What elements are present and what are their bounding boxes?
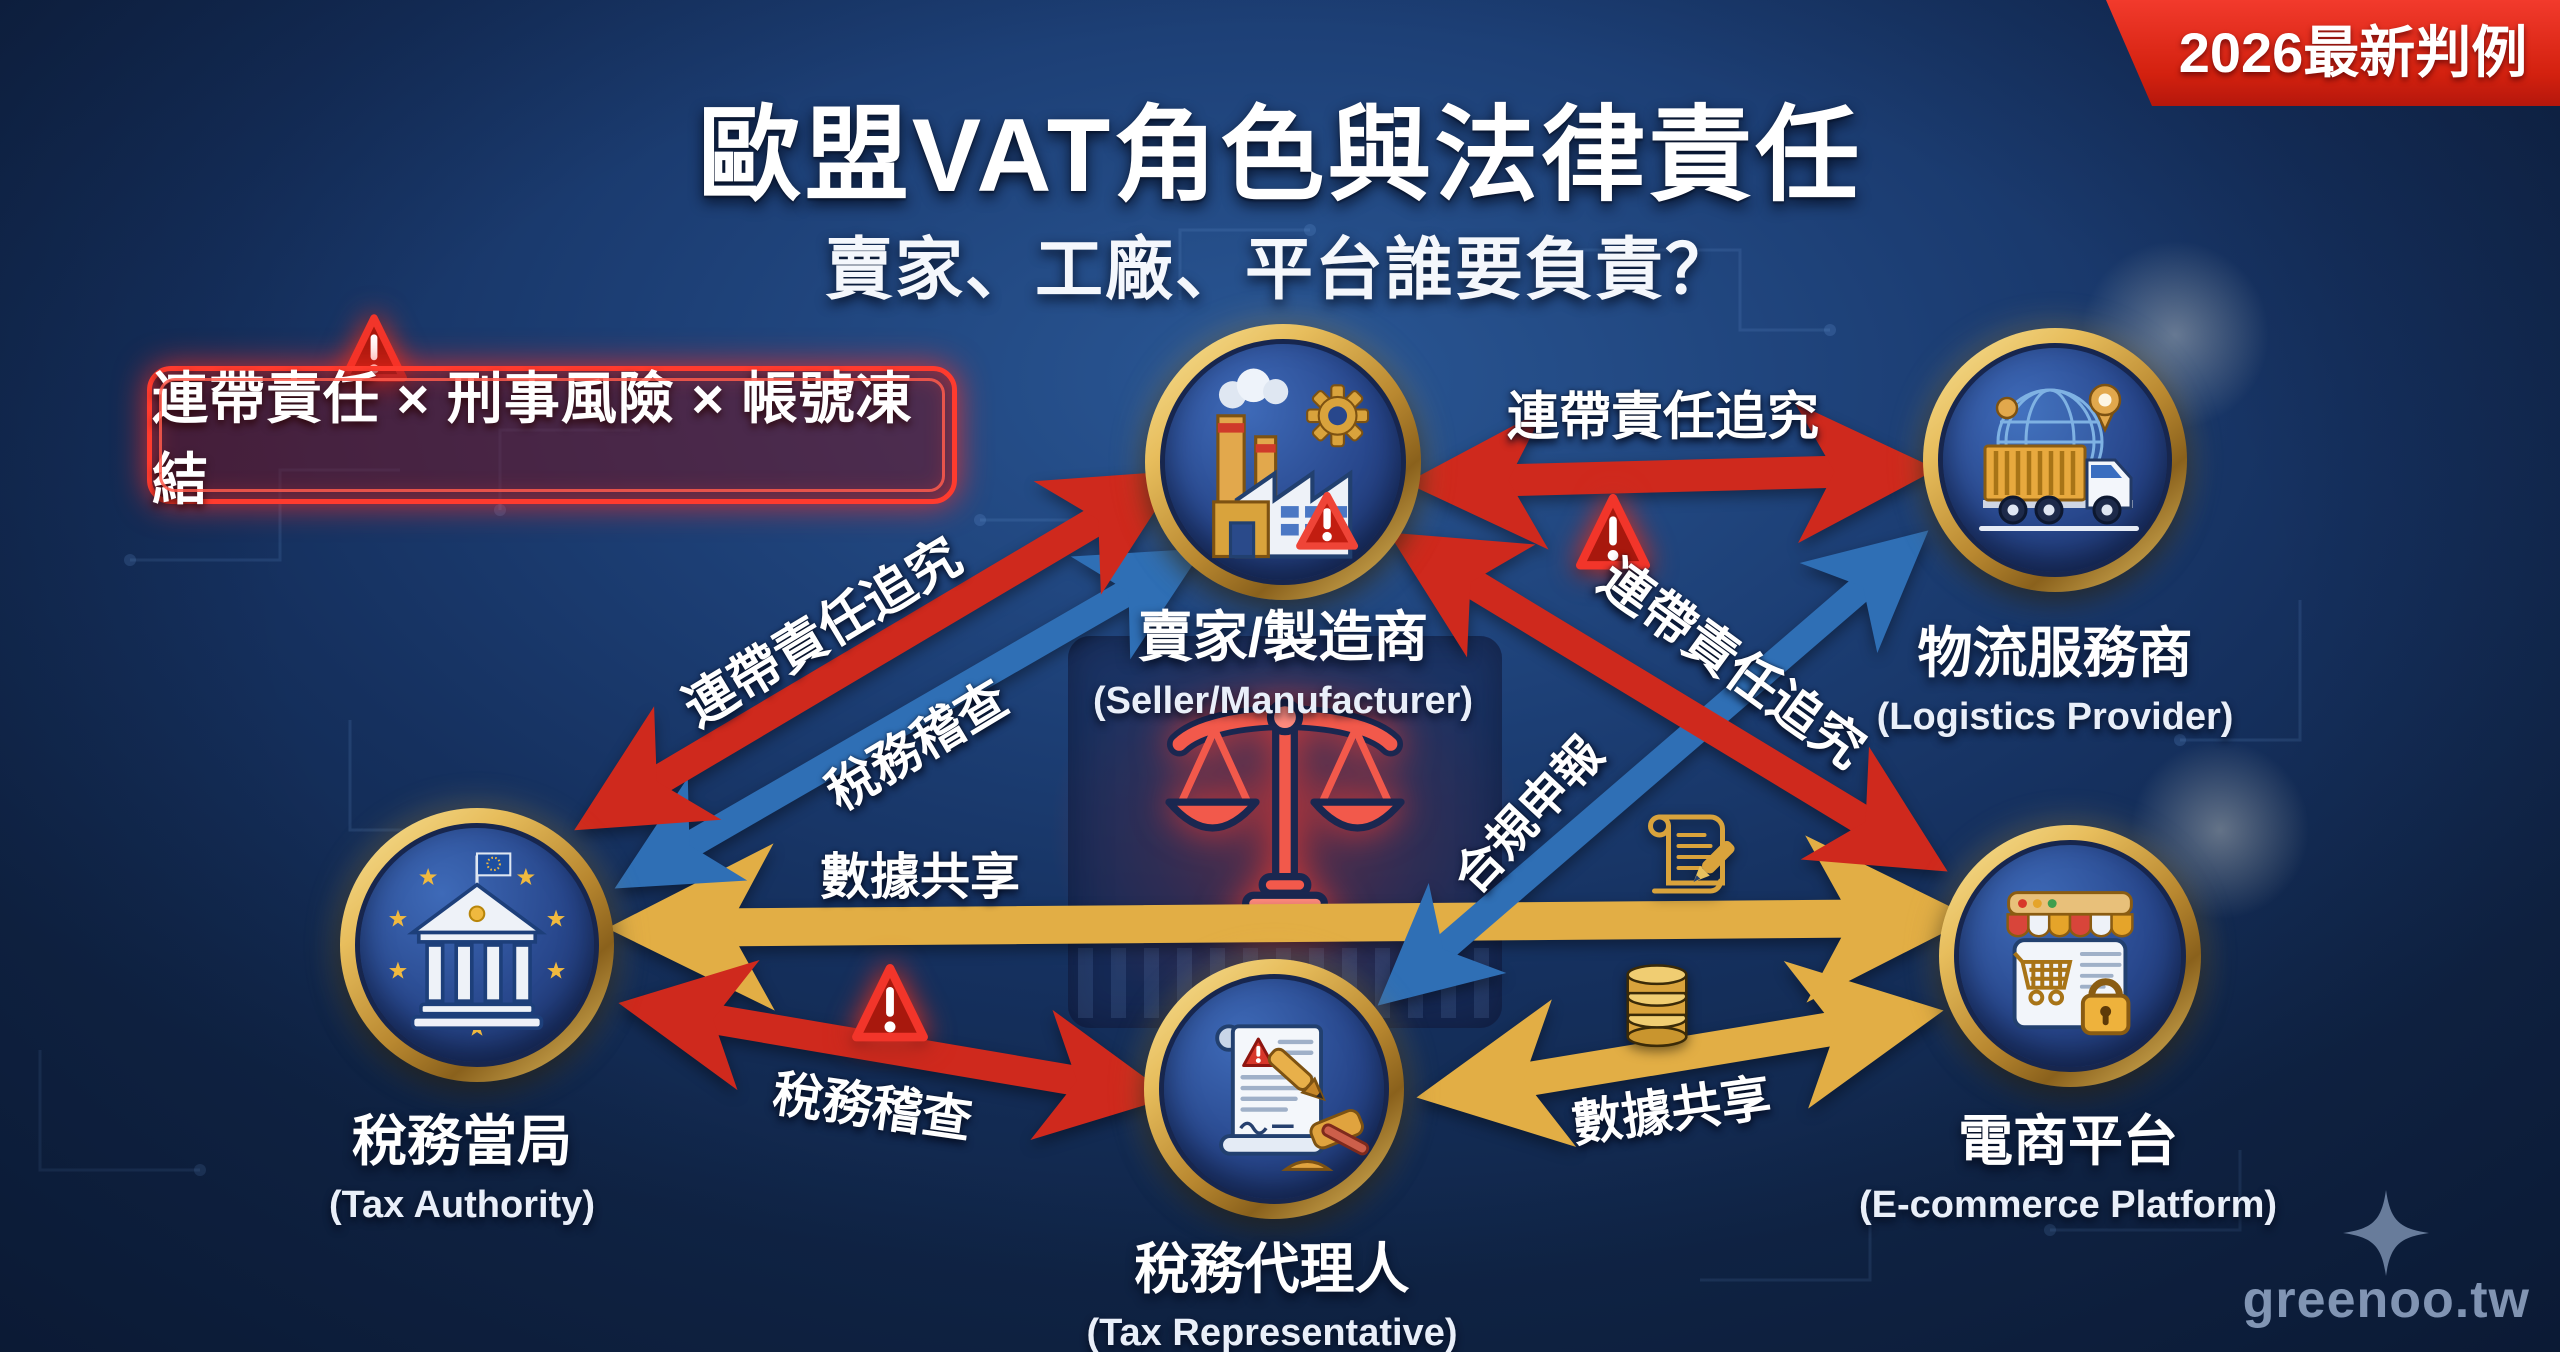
pen-icon xyxy=(1267,1047,1326,1102)
node-logistics-provider xyxy=(1923,328,2187,592)
awning-icon xyxy=(2006,913,2134,938)
node-tax-authority xyxy=(340,808,614,1082)
node-subtitle-logistics: (Logistics Provider) xyxy=(1876,696,2234,738)
location-pin-icon xyxy=(2088,383,2122,434)
watermark: greenoo.tw xyxy=(2243,1190,2530,1330)
node-title-tax-representative: 稅務代理人 xyxy=(1134,1238,1410,1300)
arrow-taxrep-platform-data xyxy=(1416,961,1944,1147)
contract-gavel-icon xyxy=(1215,1024,1370,1171)
gear-icon xyxy=(1306,384,1370,448)
contract-pen-icon xyxy=(1648,814,1735,894)
edge-label-taxauthority-platform: 數據共享 xyxy=(820,849,1020,905)
warning-triangle-icon xyxy=(1296,491,1359,550)
watermark-text: greenoo.tw xyxy=(2242,1271,2530,1329)
node-label-platform: 電商平台 (E-commerce Platform) xyxy=(1788,1096,2348,1227)
sparkle-icon xyxy=(2343,1190,2430,1276)
page-title: 歐盟VAT角色與法律責任 xyxy=(697,98,1863,214)
node-title-logistics: 物流服務商 xyxy=(1917,622,2193,684)
eu-flag-icon xyxy=(475,852,512,887)
node-subtitle-tax-authority: (Tax Authority) xyxy=(329,1184,595,1226)
warning-triangle-icon xyxy=(1242,1037,1275,1067)
node-label-tax-representative: 稅務代理人 (Tax Representative) xyxy=(992,1224,1552,1352)
edge-label-seller-logistics: 連帶責任追究 xyxy=(1506,388,1820,447)
node-label-tax-authority: 稅務當局 (Tax Authority) xyxy=(182,1096,742,1227)
node-ecommerce-platform xyxy=(1939,825,2201,1087)
warning-triangle-icon xyxy=(852,963,928,1042)
node-title-platform: 電商平台 xyxy=(1957,1110,2178,1172)
year-badge-label: 2026最新判例 xyxy=(2178,21,2528,84)
arrow-taxauthority-seller-liability xyxy=(574,470,1181,831)
truck-globe-icon xyxy=(1979,383,2139,531)
arrow-seller-platform-liability xyxy=(1388,532,1948,872)
node-title-seller: 賣家/製造商 xyxy=(1137,606,1429,668)
factory-icon xyxy=(1212,368,1370,559)
risk-warning-text: 連帶責任 × 刑事風險 × 帳號凍結 xyxy=(152,367,913,511)
node-label-seller: 賣家/製造商 (Seller/Manufacturer) xyxy=(1003,592,1563,723)
node-seller-manufacturer xyxy=(1145,324,1421,600)
year-badge: 2026最新判例 xyxy=(2106,0,2560,106)
risk-warning-banner: 連帶責任 × 刑事風險 × 帳號凍結 xyxy=(147,366,957,511)
page-subtitle: 賣家、工廠、平台誰要負責？ xyxy=(824,232,1735,308)
arrow-seller-logistics-liability xyxy=(1406,402,1937,550)
arrow-taxauthority-platform-data xyxy=(607,835,1973,1011)
gavel-icon xyxy=(1281,1109,1370,1171)
storefront-lock-icon xyxy=(2006,891,2134,1036)
arrow-taxauthority-taxrep-audit xyxy=(618,960,1172,1140)
warning-triangle-icon xyxy=(1575,493,1651,570)
eu-bank-icon xyxy=(389,852,565,1036)
node-subtitle-seller: (Seller/Manufacturer) xyxy=(1092,680,1474,722)
lock-icon xyxy=(2080,978,2131,1036)
node-subtitle-tax-representative: (Tax Representative) xyxy=(1086,1312,1458,1352)
shopping-cart-icon xyxy=(2013,951,2073,1006)
coins-icon xyxy=(1626,964,1688,1048)
node-title-tax-authority: 稅務當局 xyxy=(351,1110,572,1172)
node-tax-representative xyxy=(1144,959,1404,1219)
node-label-logistics: 物流服務商 (Logistics Provider) xyxy=(1775,608,2335,739)
wheel-icon xyxy=(1998,495,2122,525)
node-subtitle-platform: (E-commerce Platform) xyxy=(1858,1184,2278,1226)
